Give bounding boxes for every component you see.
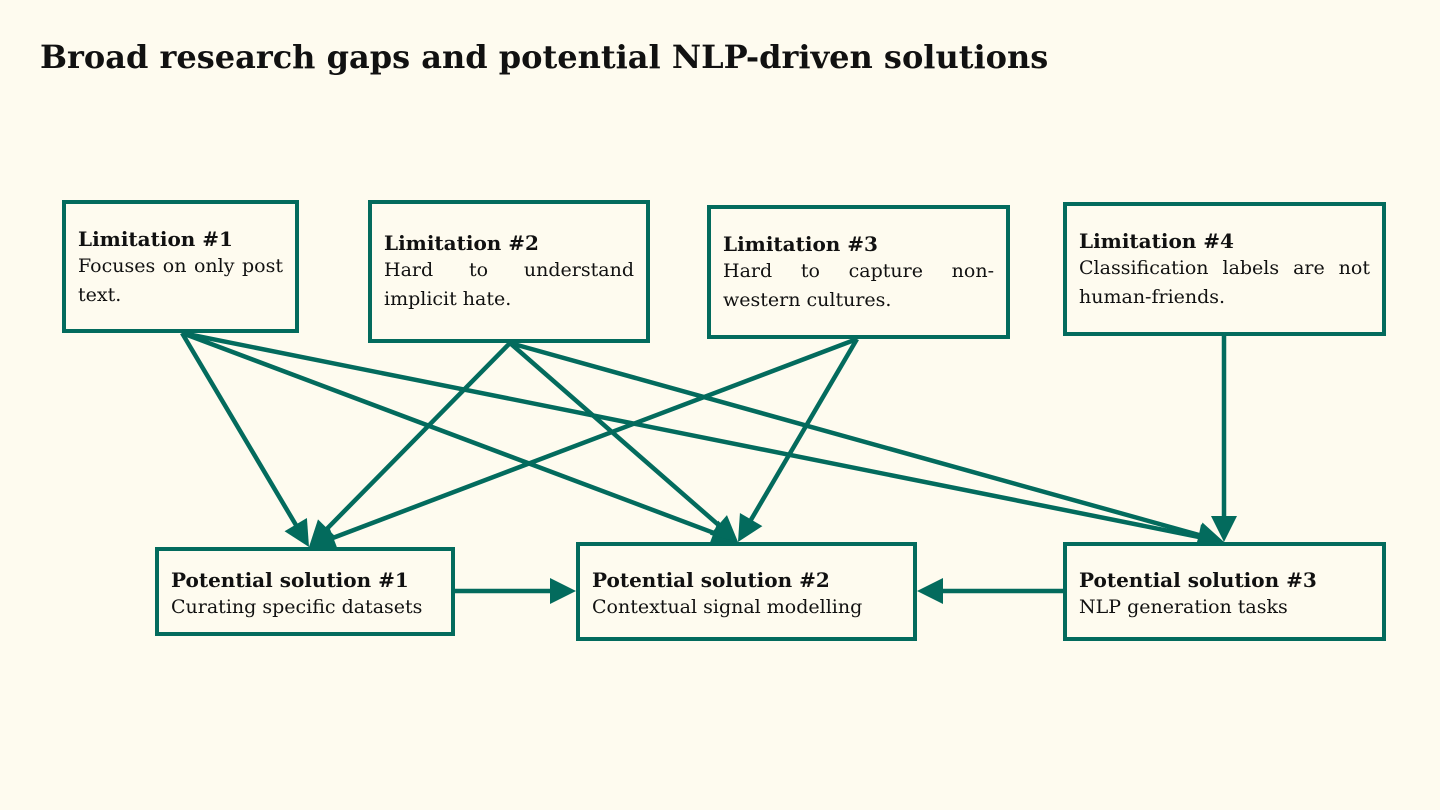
- solution-heading: Potential solution #2: [592, 568, 830, 592]
- arrowhead: [550, 578, 576, 604]
- connector-line: [180, 331, 299, 528]
- connector-line: [181, 330, 1201, 540]
- solution-text: Curating specific datasets: [171, 596, 423, 618]
- connector-line: [509, 340, 1202, 538]
- limitation-heading: Limitation #3: [723, 232, 878, 256]
- solution-text: NLP generation tasks: [1079, 596, 1288, 618]
- arrowhead: [917, 578, 943, 604]
- arrowhead: [309, 525, 338, 550]
- solution-heading: Potential solution #3: [1079, 568, 1317, 592]
- limitation-heading: Limitation #4: [1079, 229, 1234, 253]
- limitation-box-3: Limitation #3 Hard to capture non-wester…: [707, 205, 1010, 339]
- connector-line: [748, 337, 859, 523]
- connector-line: [508, 341, 722, 528]
- connector-line: [330, 336, 858, 541]
- page-title: Broad research gaps and potential NLP-dr…: [40, 38, 1049, 76]
- solution-text: Contextual signal modelling: [592, 596, 863, 618]
- limitation-heading: Limitation #2: [384, 231, 539, 255]
- limitation-box-1: Limitation #1 Focuses on only post text.: [62, 200, 299, 333]
- limitation-heading: Limitation #1: [78, 227, 233, 251]
- solution-heading: Potential solution #1: [171, 568, 409, 592]
- limitation-text: Focuses on only post text.: [78, 255, 283, 306]
- arrowhead: [738, 512, 763, 542]
- arrowhead: [1195, 522, 1224, 548]
- limitation-text: Hard to understand implicit hate.: [384, 259, 634, 310]
- solution-box-2: Potential solution #2 Contextual signal …: [576, 542, 917, 641]
- solution-box-3: Potential solution #3 NLP generation tas…: [1063, 542, 1386, 641]
- edge-layer: [180, 330, 1237, 604]
- solution-box-1: Potential solution #1 Curating specific …: [155, 547, 455, 636]
- arrowhead: [284, 518, 309, 547]
- limitation-box-2: Limitation #2 Hard to understand implici…: [368, 200, 650, 343]
- limitation-box-4: Limitation #4 Classification labels are …: [1063, 202, 1386, 336]
- limitation-text: Classification labels are not human-frie…: [1079, 257, 1370, 308]
- connector-line: [181, 330, 717, 536]
- arrowhead: [709, 515, 738, 542]
- connector-line: [324, 341, 512, 532]
- arrowhead: [1211, 516, 1237, 542]
- limitation-text: Hard to capture non-western cultures.: [723, 260, 994, 311]
